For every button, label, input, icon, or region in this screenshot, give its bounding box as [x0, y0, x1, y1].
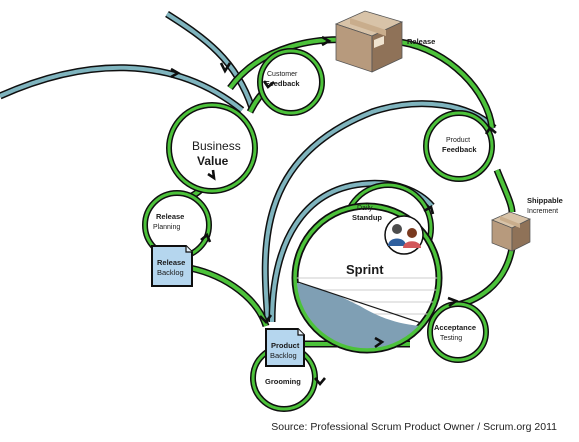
release-label: Release: [407, 37, 435, 46]
product-backlog-label-line2: Backlog: [270, 351, 297, 360]
arrow-icon: [219, 62, 232, 74]
product-feedback-label-line1: Product: [446, 137, 470, 144]
burndown-ideal-line: [295, 279, 437, 329]
product-feedback-label-line2: Feedback: [442, 145, 477, 154]
arrow-icon: [447, 296, 459, 308]
arrow-icon: [259, 314, 273, 325]
team-people-icon: [384, 215, 424, 255]
sprint-title: Sprint: [346, 262, 384, 277]
arrow-icon: [314, 377, 326, 387]
product-backlog-document: [265, 328, 305, 367]
product-backlog-label-line1: Product: [271, 341, 300, 350]
acceptance-testing-label-line2: Testing: [440, 335, 462, 342]
arrow-icon: [423, 205, 435, 215]
arrow-icon: [200, 232, 212, 243]
arrow-icon: [262, 80, 275, 89]
release-backlog-label-line2: Backlog: [157, 268, 184, 277]
shippable-increment-label-line1: Shippable: [527, 196, 563, 205]
release-backlog-label-line1: Release: [157, 258, 185, 267]
daily-standup-label-line1: Daily: [357, 205, 373, 212]
acceptance-testing-label-line1: Acceptance: [434, 323, 476, 332]
release-backlog-document: [151, 245, 193, 287]
arrow-icon: [170, 67, 181, 79]
customer-feedback-label-line1: Customer: [267, 71, 298, 78]
business-value-label-line1: Business: [192, 139, 241, 153]
customer-feedback-label-line2: Feedback: [265, 79, 300, 88]
shippable-increment-box-icon: [491, 211, 531, 252]
business-value-label-line2: Value: [197, 154, 229, 168]
daily-standup-label-line2: Standup: [352, 213, 382, 222]
value-stream-top: [165, 11, 256, 110]
release-planning-label-line2: Planning: [153, 224, 180, 231]
arrow-icon: [484, 126, 497, 135]
shippable-increment-label-line2: Increment: [527, 208, 558, 215]
release-planning-label-line1: Release: [156, 212, 184, 221]
sprint-circle: [291, 202, 443, 354]
arrow-icon: [207, 169, 216, 181]
value-streams: [0, 11, 497, 323]
grooming-label: Grooming: [265, 377, 301, 386]
flow-arrows: [170, 35, 497, 387]
source-caption: Source: Professional Scrum Product Owner…: [271, 421, 557, 433]
arrow-icon: [374, 336, 385, 349]
release-box-icon: [334, 10, 404, 73]
arrow-icon: [321, 35, 332, 47]
